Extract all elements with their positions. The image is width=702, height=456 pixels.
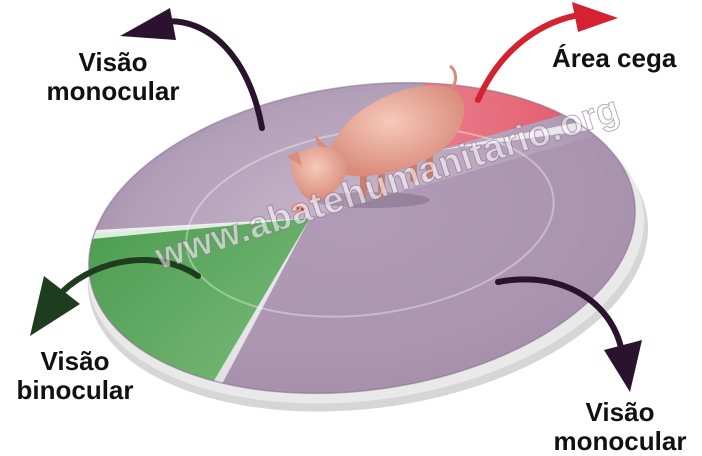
label-monocular-top: Visão monocular: [28, 48, 198, 106]
label-binocular-line2: binocular: [0, 376, 150, 405]
label-monocular-bottom-line1: Visão: [540, 398, 700, 427]
label-binocular: Visão binocular: [0, 347, 150, 405]
label-monocular-bottom: Visão monocular: [540, 398, 700, 456]
label-blind-area: Área cega: [552, 44, 702, 73]
label-binocular-line1: Visão: [0, 347, 150, 376]
label-blind-area-line1: Área cega: [552, 44, 702, 73]
label-monocular-top-line1: Visão: [28, 48, 198, 77]
label-monocular-bottom-line2: monocular: [540, 427, 700, 456]
label-monocular-top-line2: monocular: [28, 77, 198, 106]
